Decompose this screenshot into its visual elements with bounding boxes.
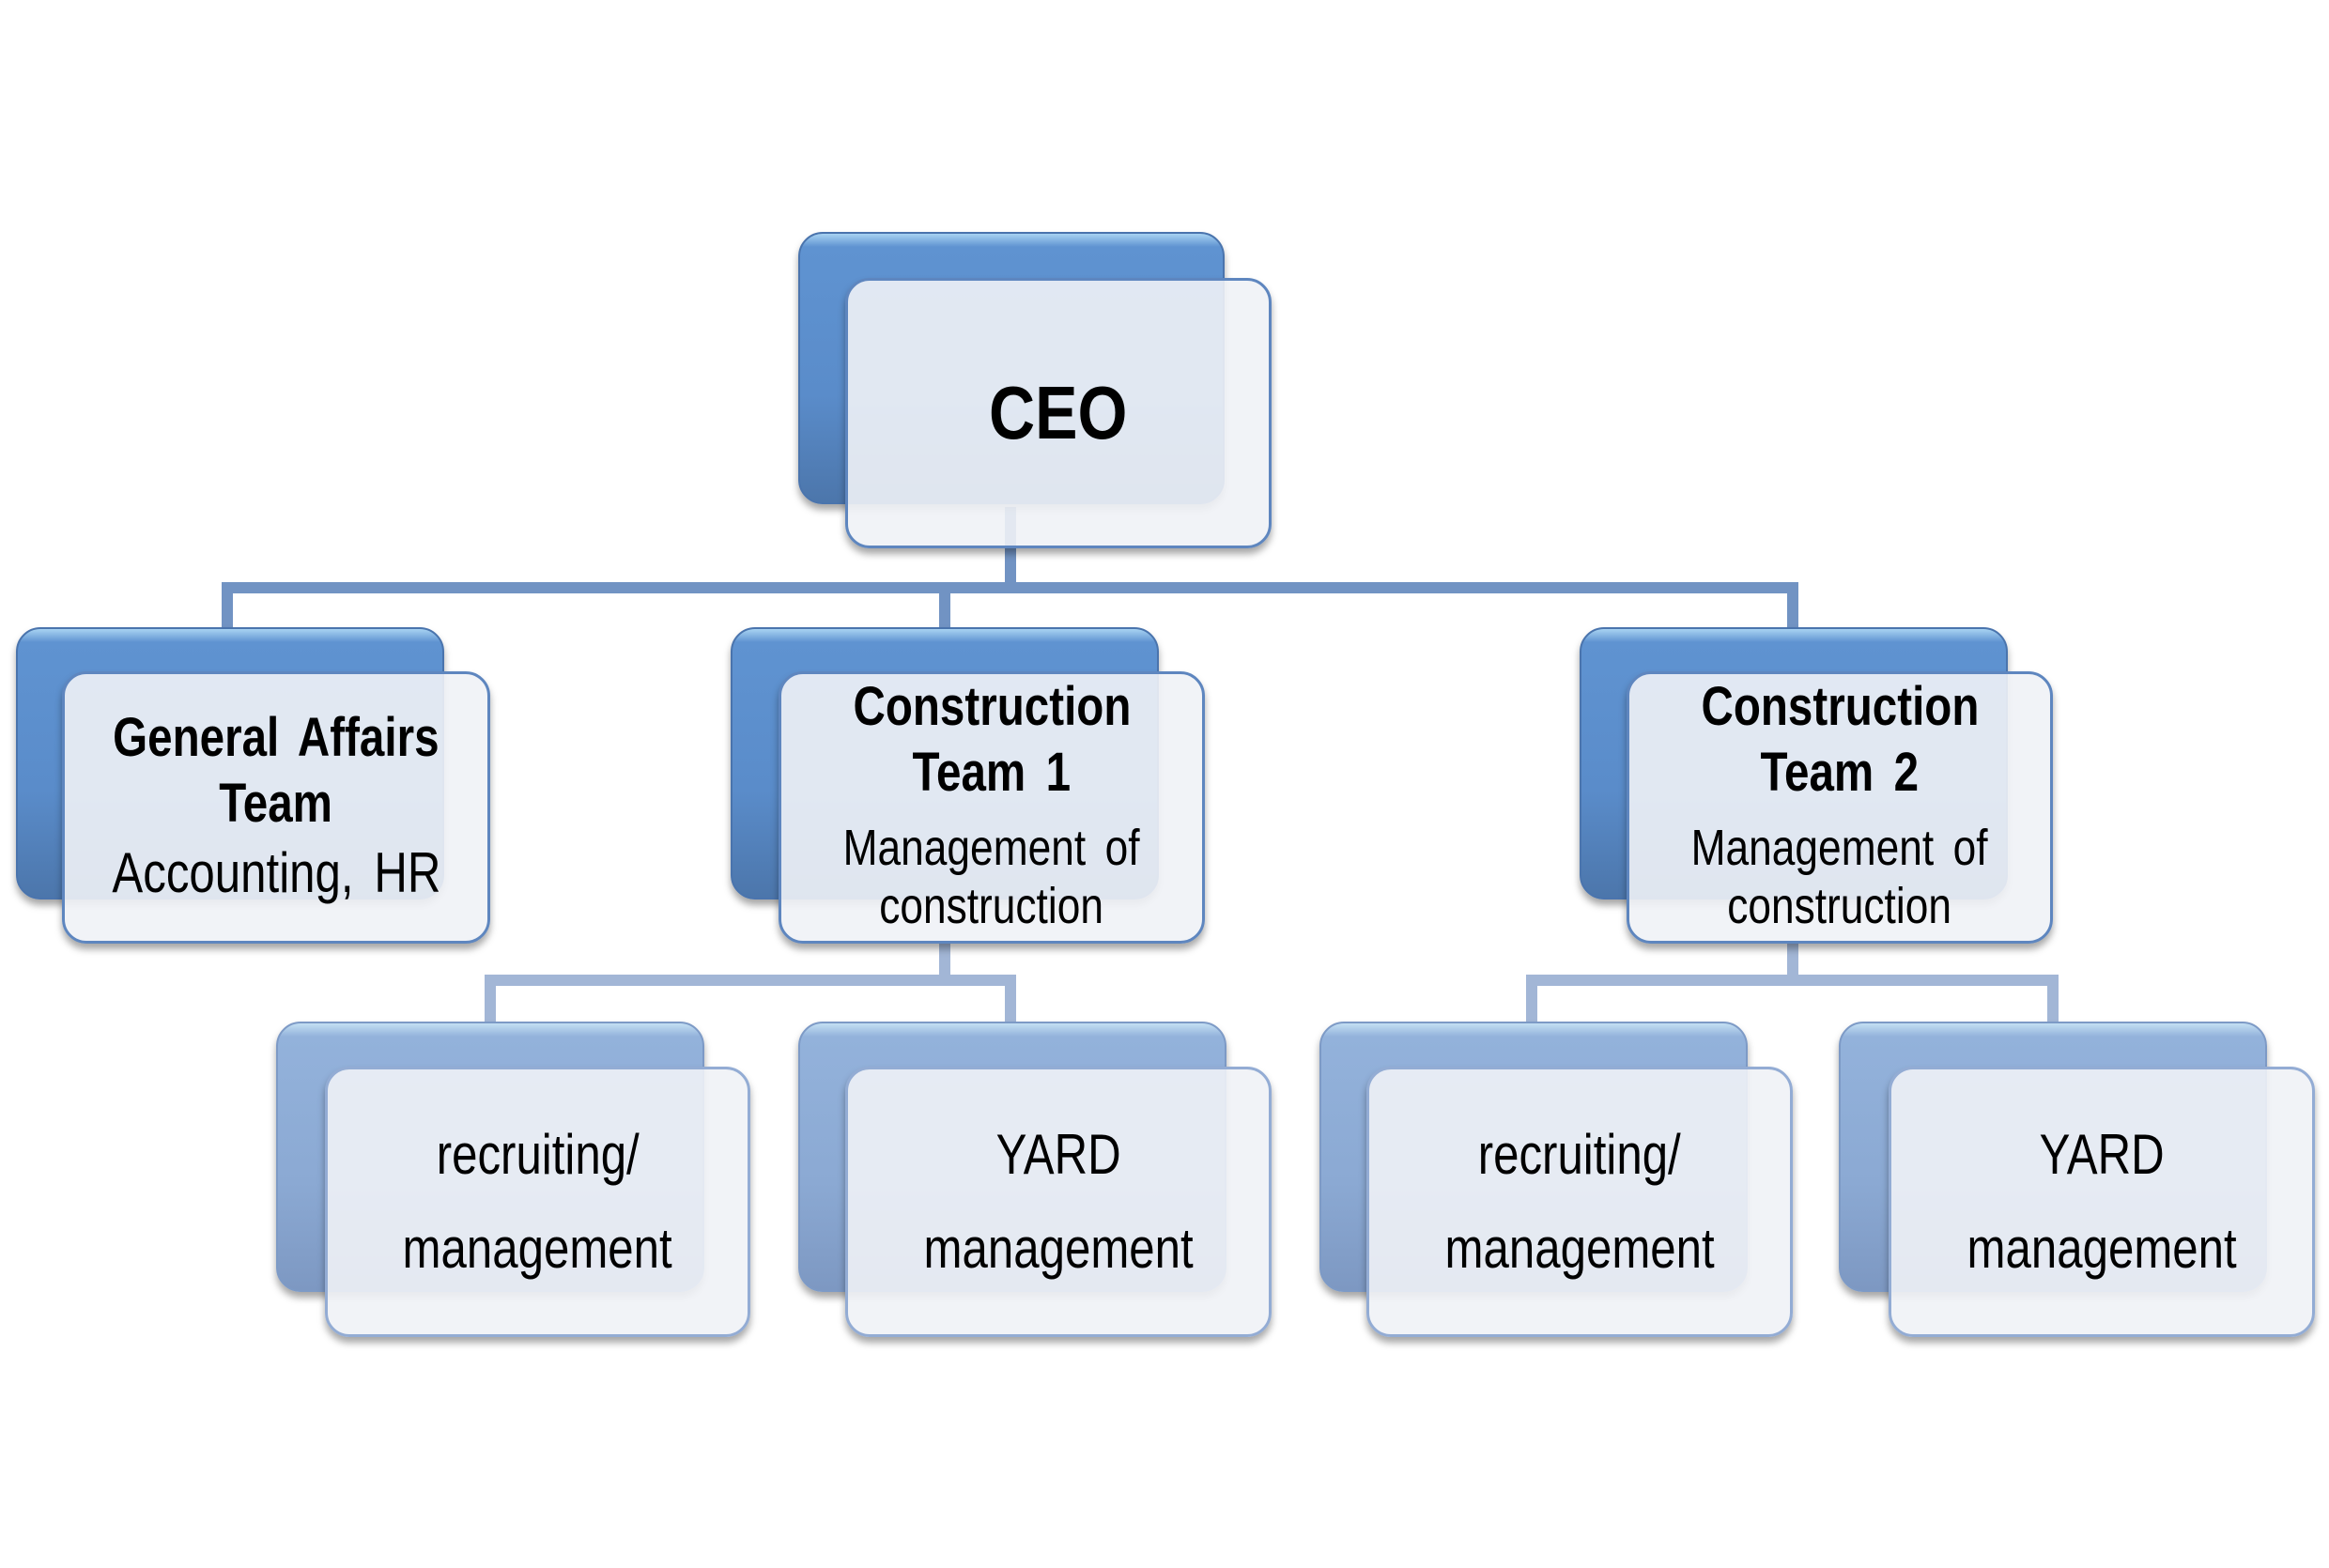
ceo-title: CEO [989,371,1128,454]
team2-yard-card: YARD management [1889,1067,2315,1337]
general-affairs-subtitle: Accounting, HR [111,841,441,904]
construction-team-2-title-line1: Construction [1701,676,1979,737]
team1-recruiting-line1: recruiting/ [436,1123,640,1186]
team2-recruiting-line2: management [1444,1217,1715,1280]
connector-to-team2-recruiting [1526,975,1537,1025]
construction-team-1-card: Construction Team 1 Management of constr… [779,671,1205,944]
construction-team-1-subtitle-line2: construction [879,878,1104,934]
connector-to-construction-team-1 [939,582,950,631]
connector-to-team2-yard [2047,975,2059,1025]
construction-team-2-title-line2: Team 2 [1760,742,1920,803]
construction-team-2-card: Construction Team 2 Management of constr… [1627,671,2053,944]
team1-yard-line2: management [923,1217,1194,1280]
construction-team-1-title-line1: Construction [853,676,1131,737]
connector-to-general-affairs [222,582,233,631]
team2-yard-line2: management [1967,1217,2237,1280]
team2-recruiting-card: recruiting/ management [1366,1067,1793,1337]
construction-team-2-subtitle-line1: Management of [1691,820,1988,876]
team2-yard-line1: YARD [2039,1123,2165,1186]
team1-recruiting-line2: management [402,1217,673,1280]
construction-team-1-title-line2: Team 1 [912,742,1072,803]
connector-to-team1-recruiting [485,975,496,1025]
construction-team-2-subtitle-line2: construction [1727,878,1952,934]
connector-team1-horizontal [485,975,1016,986]
team1-recruiting-card: recruiting/ management [325,1067,750,1337]
connector-team2-horizontal [1526,975,2059,986]
team1-yard-line1: YARD [995,1123,1121,1186]
connector-to-construction-team-2 [1787,582,1798,631]
ceo-card: CEO [845,278,1272,548]
team2-recruiting-line1: recruiting/ [1477,1123,1682,1186]
construction-team-1-subtitle-line1: Management of [843,820,1140,876]
general-affairs-title-line2: Team [219,773,333,834]
connector-to-team1-yard [1005,975,1016,1025]
connector-level1-horizontal [222,582,1798,593]
general-affairs-title-line1: General Affairs [113,707,440,768]
general-affairs-card: General Affairs Team Accounting, HR [62,671,490,944]
team1-yard-card: YARD management [845,1067,1272,1337]
